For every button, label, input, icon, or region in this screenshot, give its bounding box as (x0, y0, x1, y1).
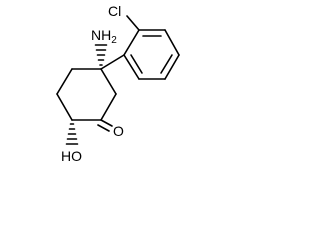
hashed-wedge-oh (65, 123, 79, 145)
amine-label: NH2 (91, 27, 117, 46)
molecule-structure: Cl NH2 O HO (56, 3, 180, 164)
ring-bond (100, 68, 117, 95)
c-phenyl-bond (100, 54, 125, 70)
carbonyl-oxygen-label: O (113, 123, 124, 139)
carbonyl-bond (97, 124, 110, 132)
ring-bond (56, 93, 73, 121)
carbonyl-bond (100, 119, 113, 127)
benzene-ring (123, 29, 180, 80)
ring-bond (164, 29, 180, 56)
ring-bond (164, 54, 180, 80)
ring-bond (123, 54, 140, 80)
ring-double-bond (160, 54, 173, 74)
ring-bond (100, 93, 117, 121)
chlorine-label: Cl (108, 3, 121, 19)
ring-bond (56, 68, 73, 95)
hydroxyl-label: HO (61, 148, 82, 164)
cyclohexane-ring (56, 68, 117, 121)
hashed-wedge-nh2 (94, 44, 108, 66)
ring-bond (123, 29, 140, 56)
ring-double-bond (130, 54, 143, 74)
c-cl-bond (126, 15, 140, 31)
